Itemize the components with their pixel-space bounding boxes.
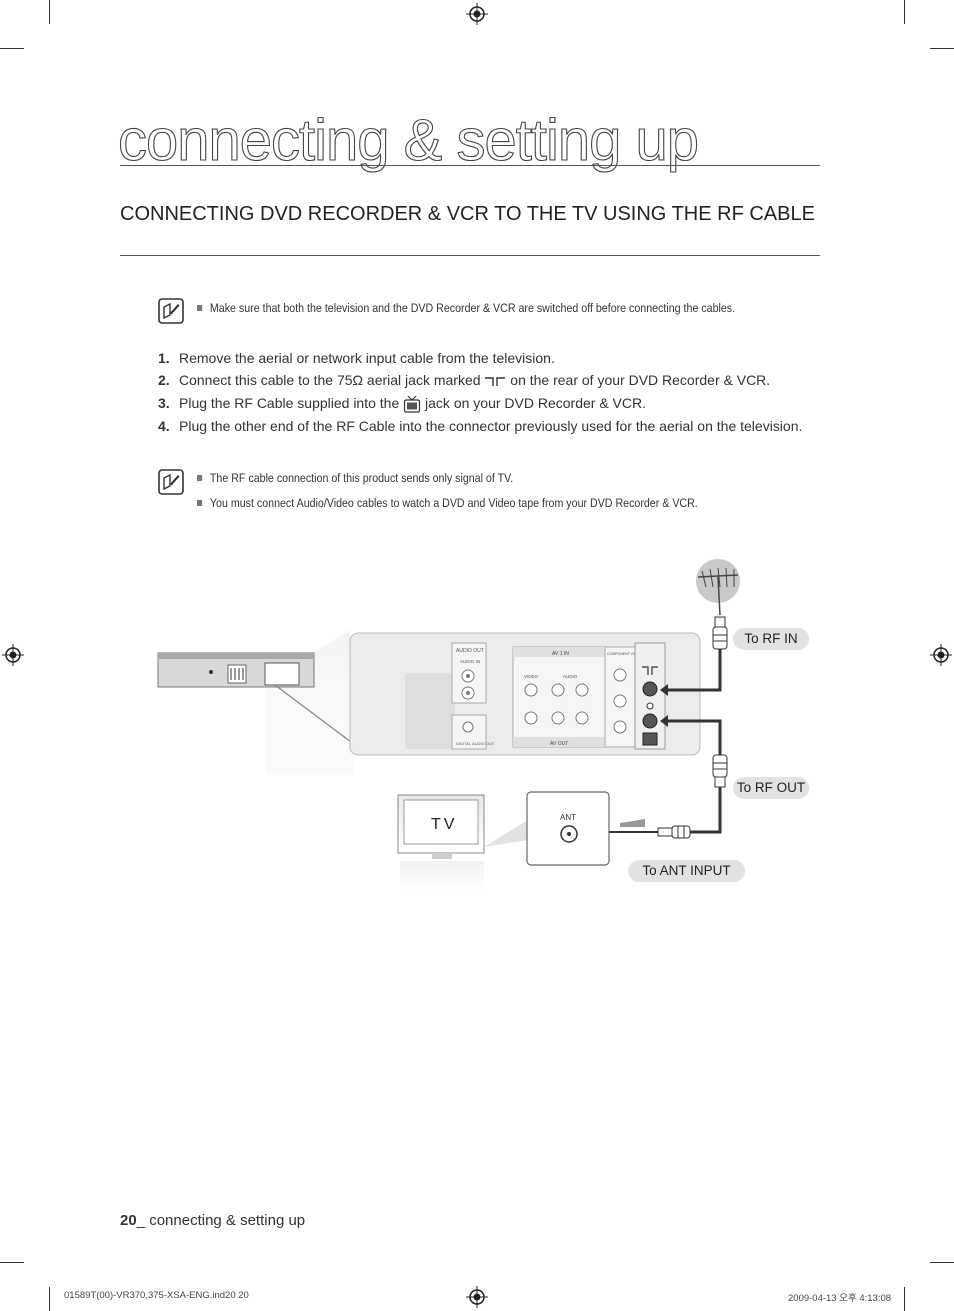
- print-slug-left: 01589T(00)-VR370,375-XSA-ENG.ind20 20: [64, 1290, 249, 1301]
- crop-mark: [49, 1287, 50, 1311]
- chapter-title: connecting & setting up: [117, 108, 699, 173]
- chapter-title-rule: [120, 165, 820, 166]
- panel-label-av-out: AV OUT: [550, 741, 568, 747]
- bullet-square-icon: [197, 499, 203, 506]
- note-item: The RF cable connection of this product …: [197, 471, 513, 485]
- ant-callout: ANT: [526, 791, 610, 866]
- crop-mark: [904, 1287, 905, 1311]
- crop-mark: [49, 0, 50, 24]
- tv-label: TV: [431, 816, 457, 833]
- crop-mark: [0, 48, 24, 49]
- bullet-square-icon: [197, 304, 203, 311]
- panel-label-digital: DIGITAL AUDIO OUT: [456, 741, 495, 746]
- bullet-square-icon: [197, 474, 203, 481]
- dvd-recorder-vcr-unit: [157, 652, 315, 688]
- registration-mark-icon: [930, 644, 952, 666]
- panel-label-audio-in: AUDIO IN: [460, 659, 480, 664]
- step-2: 2.Connect this cable to the 75Ω aerial j…: [158, 372, 771, 388]
- tv-jack-symbol-icon: [404, 395, 421, 413]
- crop-mark: [930, 48, 954, 49]
- note-icon: [158, 298, 184, 324]
- note-item: You must connect Audio/Video cables to w…: [197, 496, 698, 510]
- tv-set: TV: [397, 794, 528, 891]
- registration-mark-icon: [466, 1286, 488, 1308]
- section-heading-rule: [120, 255, 820, 256]
- crop-mark: [904, 0, 905, 24]
- direction-arrow-icon: [620, 819, 645, 827]
- note-item: Make sure that both the television and t…: [197, 301, 735, 315]
- section-heading: CONNECTING DVD RECORDER & VCR TO THE TV …: [120, 203, 815, 225]
- step-4: 4.Plug the other end of the RF Cable int…: [158, 418, 803, 434]
- panel-label-av1-in: AV 1 IN: [552, 651, 569, 657]
- panel-label-component: COMPONENT VIDEO OUT: [607, 652, 651, 656]
- antenna-icon: [696, 559, 740, 616]
- ant-label: ANT: [560, 813, 576, 822]
- step-3: 3.Plug the RF Cable supplied into the ja…: [158, 395, 646, 413]
- connection-diagram: AUDIO OUT AUDIO IN DIGITAL AUDIO OUT AV …: [157, 559, 740, 891]
- registration-mark-icon: [2, 644, 24, 666]
- crop-mark: [930, 1262, 954, 1263]
- rear-panel-callout: AUDIO OUT AUDIO IN DIGITAL AUDIO OUT AV …: [349, 632, 701, 756]
- label-to-rf-in: To RF IN: [733, 628, 809, 650]
- page-footer-label: _ connecting & setting up: [136, 1212, 306, 1229]
- panel-label-video: VIDEO: [524, 674, 539, 679]
- crop-mark: [0, 1262, 24, 1263]
- registration-mark-icon: [466, 3, 488, 25]
- note-icon: [158, 469, 184, 495]
- print-slug-right: 2009-04-13 오후 4:13:08: [788, 1293, 892, 1304]
- panel-label-audio-out: AUDIO OUT: [456, 648, 484, 654]
- label-to-rf-out: To RF OUT: [733, 777, 809, 799]
- panel-label-audio: AUDIO: [563, 674, 578, 679]
- aerial-jack-symbol-icon: [485, 377, 506, 387]
- label-to-ant-input: To ANT INPUT: [628, 860, 745, 882]
- step-1: 1.Remove the aerial or network input cab…: [158, 350, 555, 366]
- page-number: 20: [120, 1212, 137, 1229]
- rf-cable-antenna: [660, 616, 728, 696]
- page-footer: 20_ connecting & setting up: [120, 1212, 305, 1229]
- rf-cable-tv: [582, 715, 728, 839]
